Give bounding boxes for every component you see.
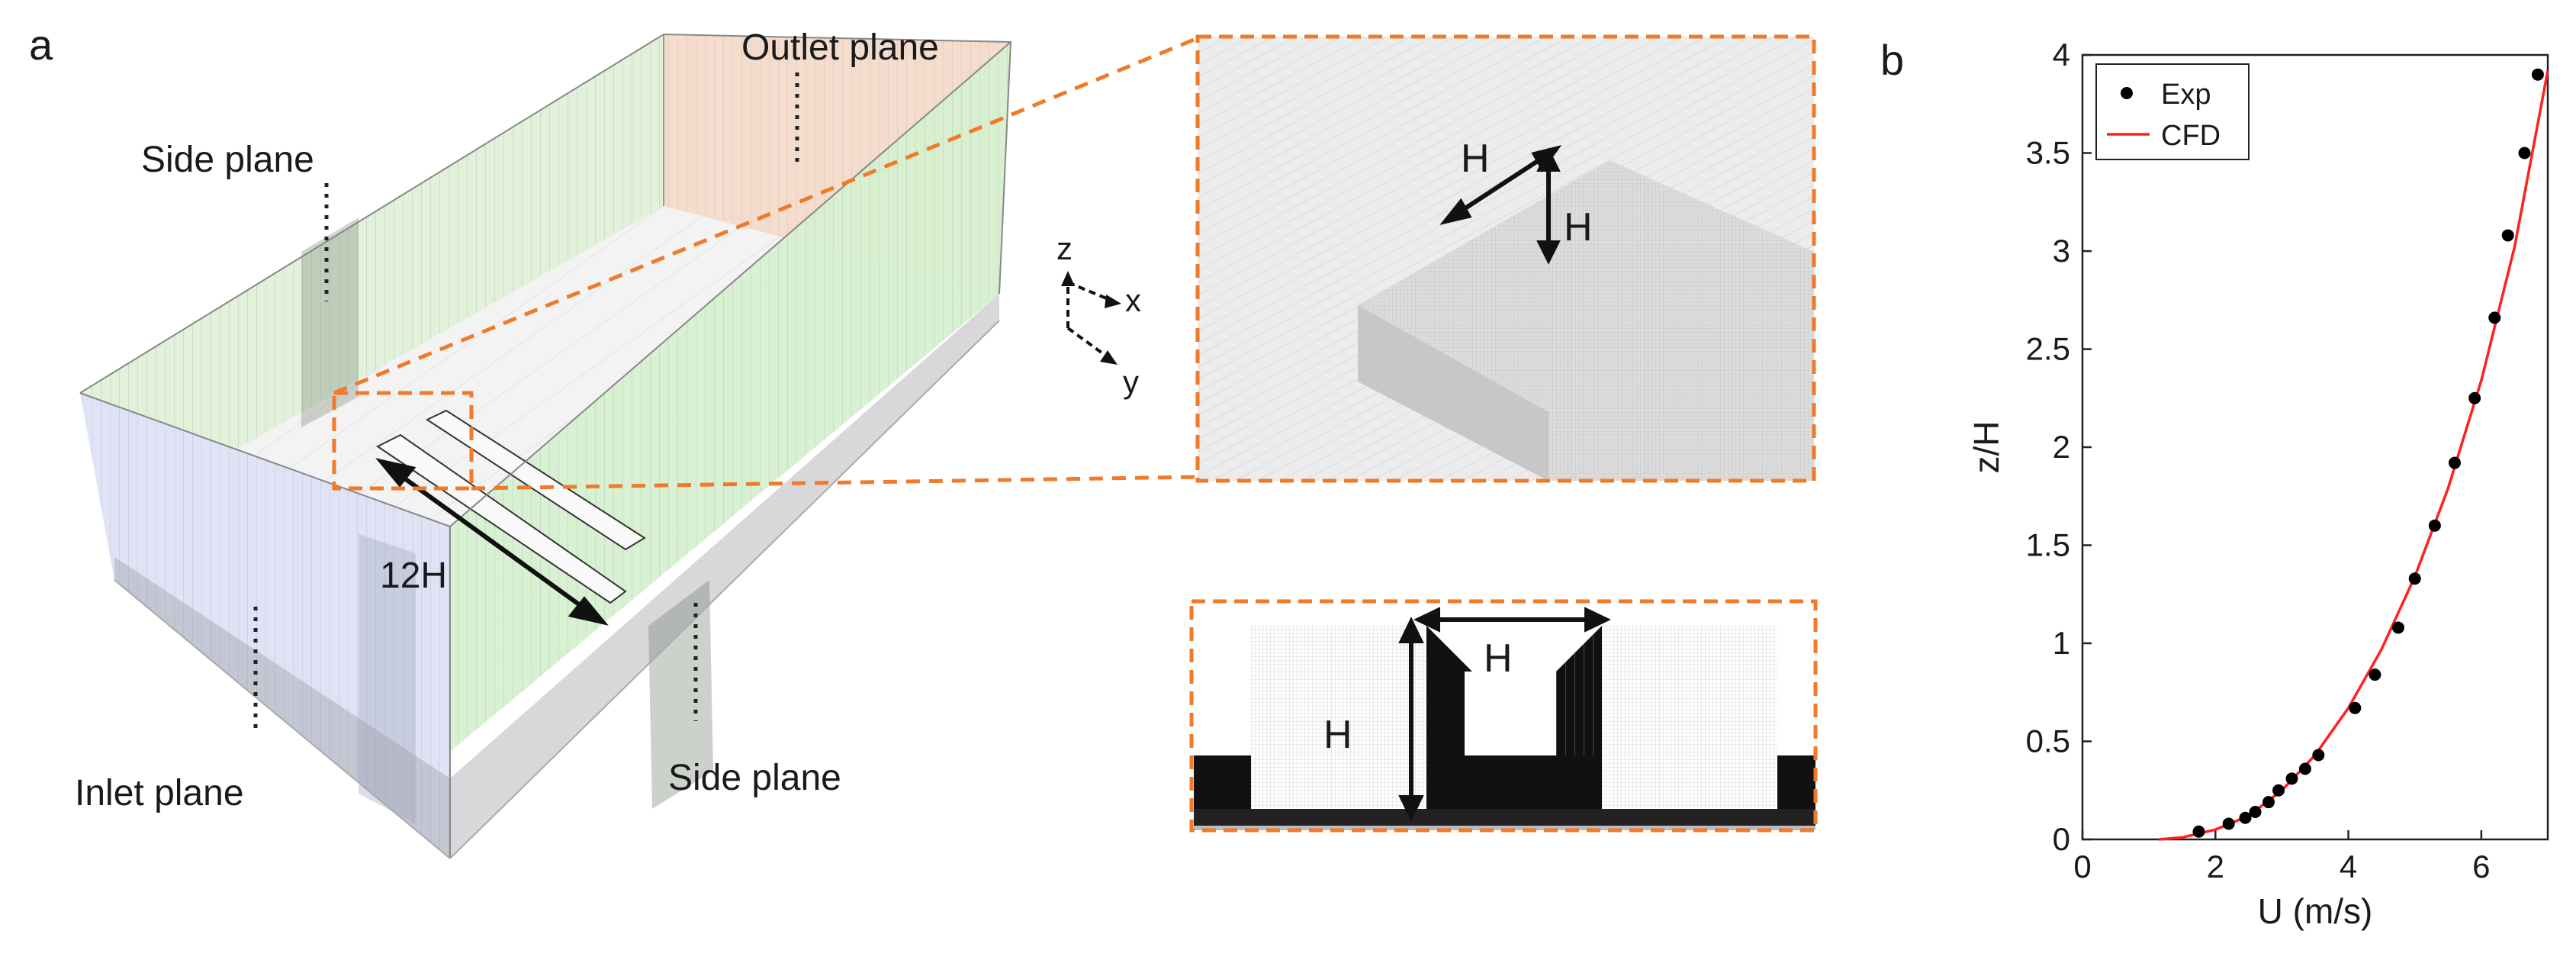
zoom-bottom-arrows bbox=[1398, 607, 1611, 822]
ground-block-right bbox=[1777, 755, 1815, 809]
axis-x-label: x bbox=[1125, 282, 1141, 318]
leader-lines bbox=[253, 72, 799, 733]
inlet-ground-band bbox=[114, 557, 450, 858]
ground-block-left bbox=[1194, 755, 1251, 809]
y-tick-label: 1 bbox=[2053, 625, 2070, 661]
y-tick-label: 1.5 bbox=[2026, 527, 2070, 563]
x-tick-label: 2 bbox=[2207, 849, 2224, 884]
exp-point bbox=[2222, 817, 2235, 830]
zoom-top-frame bbox=[1195, 34, 1816, 483]
x-axis-label: U (m/s) bbox=[2258, 891, 2373, 931]
length-arrow bbox=[375, 458, 609, 626]
canyon-side-fan bbox=[1556, 626, 1602, 755]
exp-point bbox=[2518, 147, 2531, 159]
legend-cfd-label: CFD bbox=[2161, 120, 2221, 152]
y-tick-label: 3 bbox=[2053, 233, 2070, 269]
y-tick-label: 0 bbox=[2053, 821, 2070, 857]
domain-edge-top bbox=[79, 33, 1012, 394]
outlet-plane-label: Outlet plane bbox=[741, 27, 939, 68]
exp-point bbox=[2391, 621, 2404, 634]
building-block-1 bbox=[376, 433, 627, 604]
zoom-top-h-arrows bbox=[1439, 145, 1562, 265]
zoom-inset-top: H H bbox=[1195, 34, 1816, 483]
zoom-top-h1-label: H bbox=[1461, 137, 1490, 181]
inlet-refine-strip bbox=[359, 534, 416, 824]
zoom-bottom-height-label: H bbox=[1323, 713, 1352, 757]
x-tick-label: 6 bbox=[2472, 849, 2490, 884]
exp-point bbox=[2488, 311, 2501, 324]
zoom-top-h2-label: H bbox=[1564, 205, 1593, 250]
back-side-mesh bbox=[80, 34, 664, 519]
zoom-inset-bottom: H H bbox=[1189, 599, 1818, 833]
exp-point bbox=[2531, 68, 2544, 81]
panel-b-letter: b bbox=[1880, 36, 1904, 84]
side-refine-strip bbox=[301, 217, 359, 427]
mesh-block-left bbox=[1251, 626, 1426, 809]
zoom-connector-top bbox=[333, 36, 1198, 395]
exp-point bbox=[2298, 762, 2311, 775]
exp-point bbox=[2312, 749, 2325, 762]
panel-a-domain bbox=[79, 33, 1012, 859]
axis-triad-heads bbox=[1061, 271, 1121, 365]
x-tick-label: 4 bbox=[2340, 849, 2357, 884]
inlet-mesh bbox=[80, 393, 450, 858]
exp-point bbox=[2349, 701, 2362, 714]
exp-point bbox=[2272, 784, 2285, 797]
axis-ticks: 0 2 4 6 0 0.5 1 1.5 2 2.5 3 3.5 4 bbox=[2026, 37, 2491, 884]
plot-area bbox=[2081, 53, 2549, 841]
exp-point bbox=[2369, 668, 2381, 681]
exp-point bbox=[2192, 825, 2205, 838]
domain-edge-bottom bbox=[114, 579, 451, 859]
ground-layer bbox=[1194, 809, 1815, 826]
mesh-block-right bbox=[1602, 626, 1777, 809]
y-axis-label: z/H bbox=[1967, 421, 2006, 474]
y-tick-label: 2 bbox=[2053, 429, 2070, 465]
legend-box bbox=[2095, 63, 2250, 160]
y-tick-label: 3.5 bbox=[2026, 135, 2070, 171]
inlet-plane-label: Inlet plane bbox=[75, 773, 244, 813]
zoom-block-side bbox=[1358, 305, 1548, 481]
domain-edge-bottom-right bbox=[449, 320, 1000, 859]
exp-point bbox=[2501, 229, 2514, 242]
canyon-void bbox=[1465, 672, 1556, 755]
zoom-bottom-frame bbox=[1189, 599, 1818, 833]
exp-point bbox=[2285, 772, 2298, 785]
exp-series-points bbox=[2192, 68, 2544, 838]
length-label: 12H bbox=[380, 556, 447, 596]
building-block-2 bbox=[425, 409, 646, 551]
y-tick-label: 4 bbox=[2053, 37, 2070, 72]
ground-layer-base bbox=[1194, 826, 1815, 830]
exp-point bbox=[2449, 456, 2461, 469]
axis-y-label: y bbox=[1123, 364, 1139, 400]
panel-a-letter: a bbox=[29, 21, 53, 69]
exp-point bbox=[2249, 806, 2262, 819]
zoom-bottom-width-label: H bbox=[1484, 636, 1513, 681]
legend-exp-marker bbox=[2121, 87, 2133, 99]
profile-chart: 0 2 4 6 0 0.5 1 1.5 2 2.5 3 3.5 4 U (m/s) z/H Exp CF… bbox=[1967, 37, 2549, 931]
exp-point bbox=[2262, 796, 2275, 809]
exp-point bbox=[2468, 391, 2481, 404]
side-ground-band bbox=[450, 294, 999, 858]
y-tick-label: 0.5 bbox=[2026, 723, 2070, 759]
side-plane-top-label: Side plane bbox=[141, 140, 314, 180]
exp-point bbox=[2239, 811, 2252, 824]
axis-triad bbox=[1066, 281, 1114, 360]
x-tick-label: 0 bbox=[2073, 849, 2091, 884]
legend-exp-label: Exp bbox=[2161, 79, 2211, 111]
axis-z-label: z bbox=[1056, 230, 1073, 266]
cfd-series-line bbox=[2159, 70, 2549, 841]
y-tick-label: 2.5 bbox=[2026, 331, 2070, 367]
chart-legend: Exp CFD bbox=[2095, 63, 2250, 160]
zoom-region-box bbox=[332, 391, 474, 491]
side-plane-bottom-label: Side plane bbox=[668, 758, 841, 798]
zoom-connector-bottom bbox=[471, 475, 1198, 491]
exp-point bbox=[2428, 519, 2441, 532]
exp-point bbox=[2408, 572, 2421, 585]
